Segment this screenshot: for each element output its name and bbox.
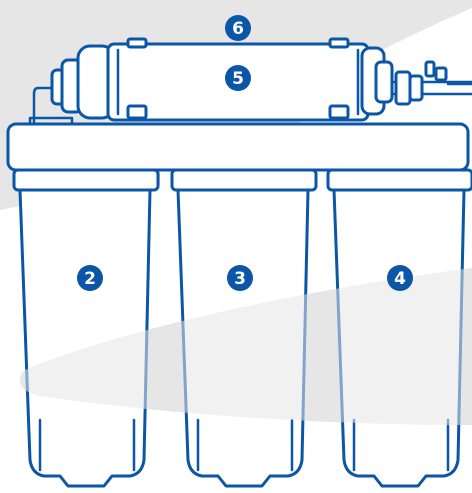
stage-6-badge: 6 (225, 15, 251, 41)
membrane-housing (50, 37, 394, 122)
stage-6-label: 6 (232, 19, 244, 39)
stage-3-badge: 3 (227, 265, 253, 291)
filter-housing-2 (12, 168, 160, 488)
stage-4-badge: 4 (387, 265, 413, 291)
housing-shadow-band (20, 268, 472, 425)
inlet-tube (32, 86, 54, 124)
stage-3-label: 3 (234, 269, 246, 289)
mounting-plate (6, 116, 470, 172)
stage-4-label: 4 (394, 269, 406, 289)
stage-2-label: 2 (84, 269, 96, 289)
outlet-fittings (390, 60, 472, 106)
stage-5-badge: 5 (225, 65, 251, 91)
stage-5-label: 5 (232, 69, 244, 89)
stage-2-badge: 2 (77, 265, 103, 291)
